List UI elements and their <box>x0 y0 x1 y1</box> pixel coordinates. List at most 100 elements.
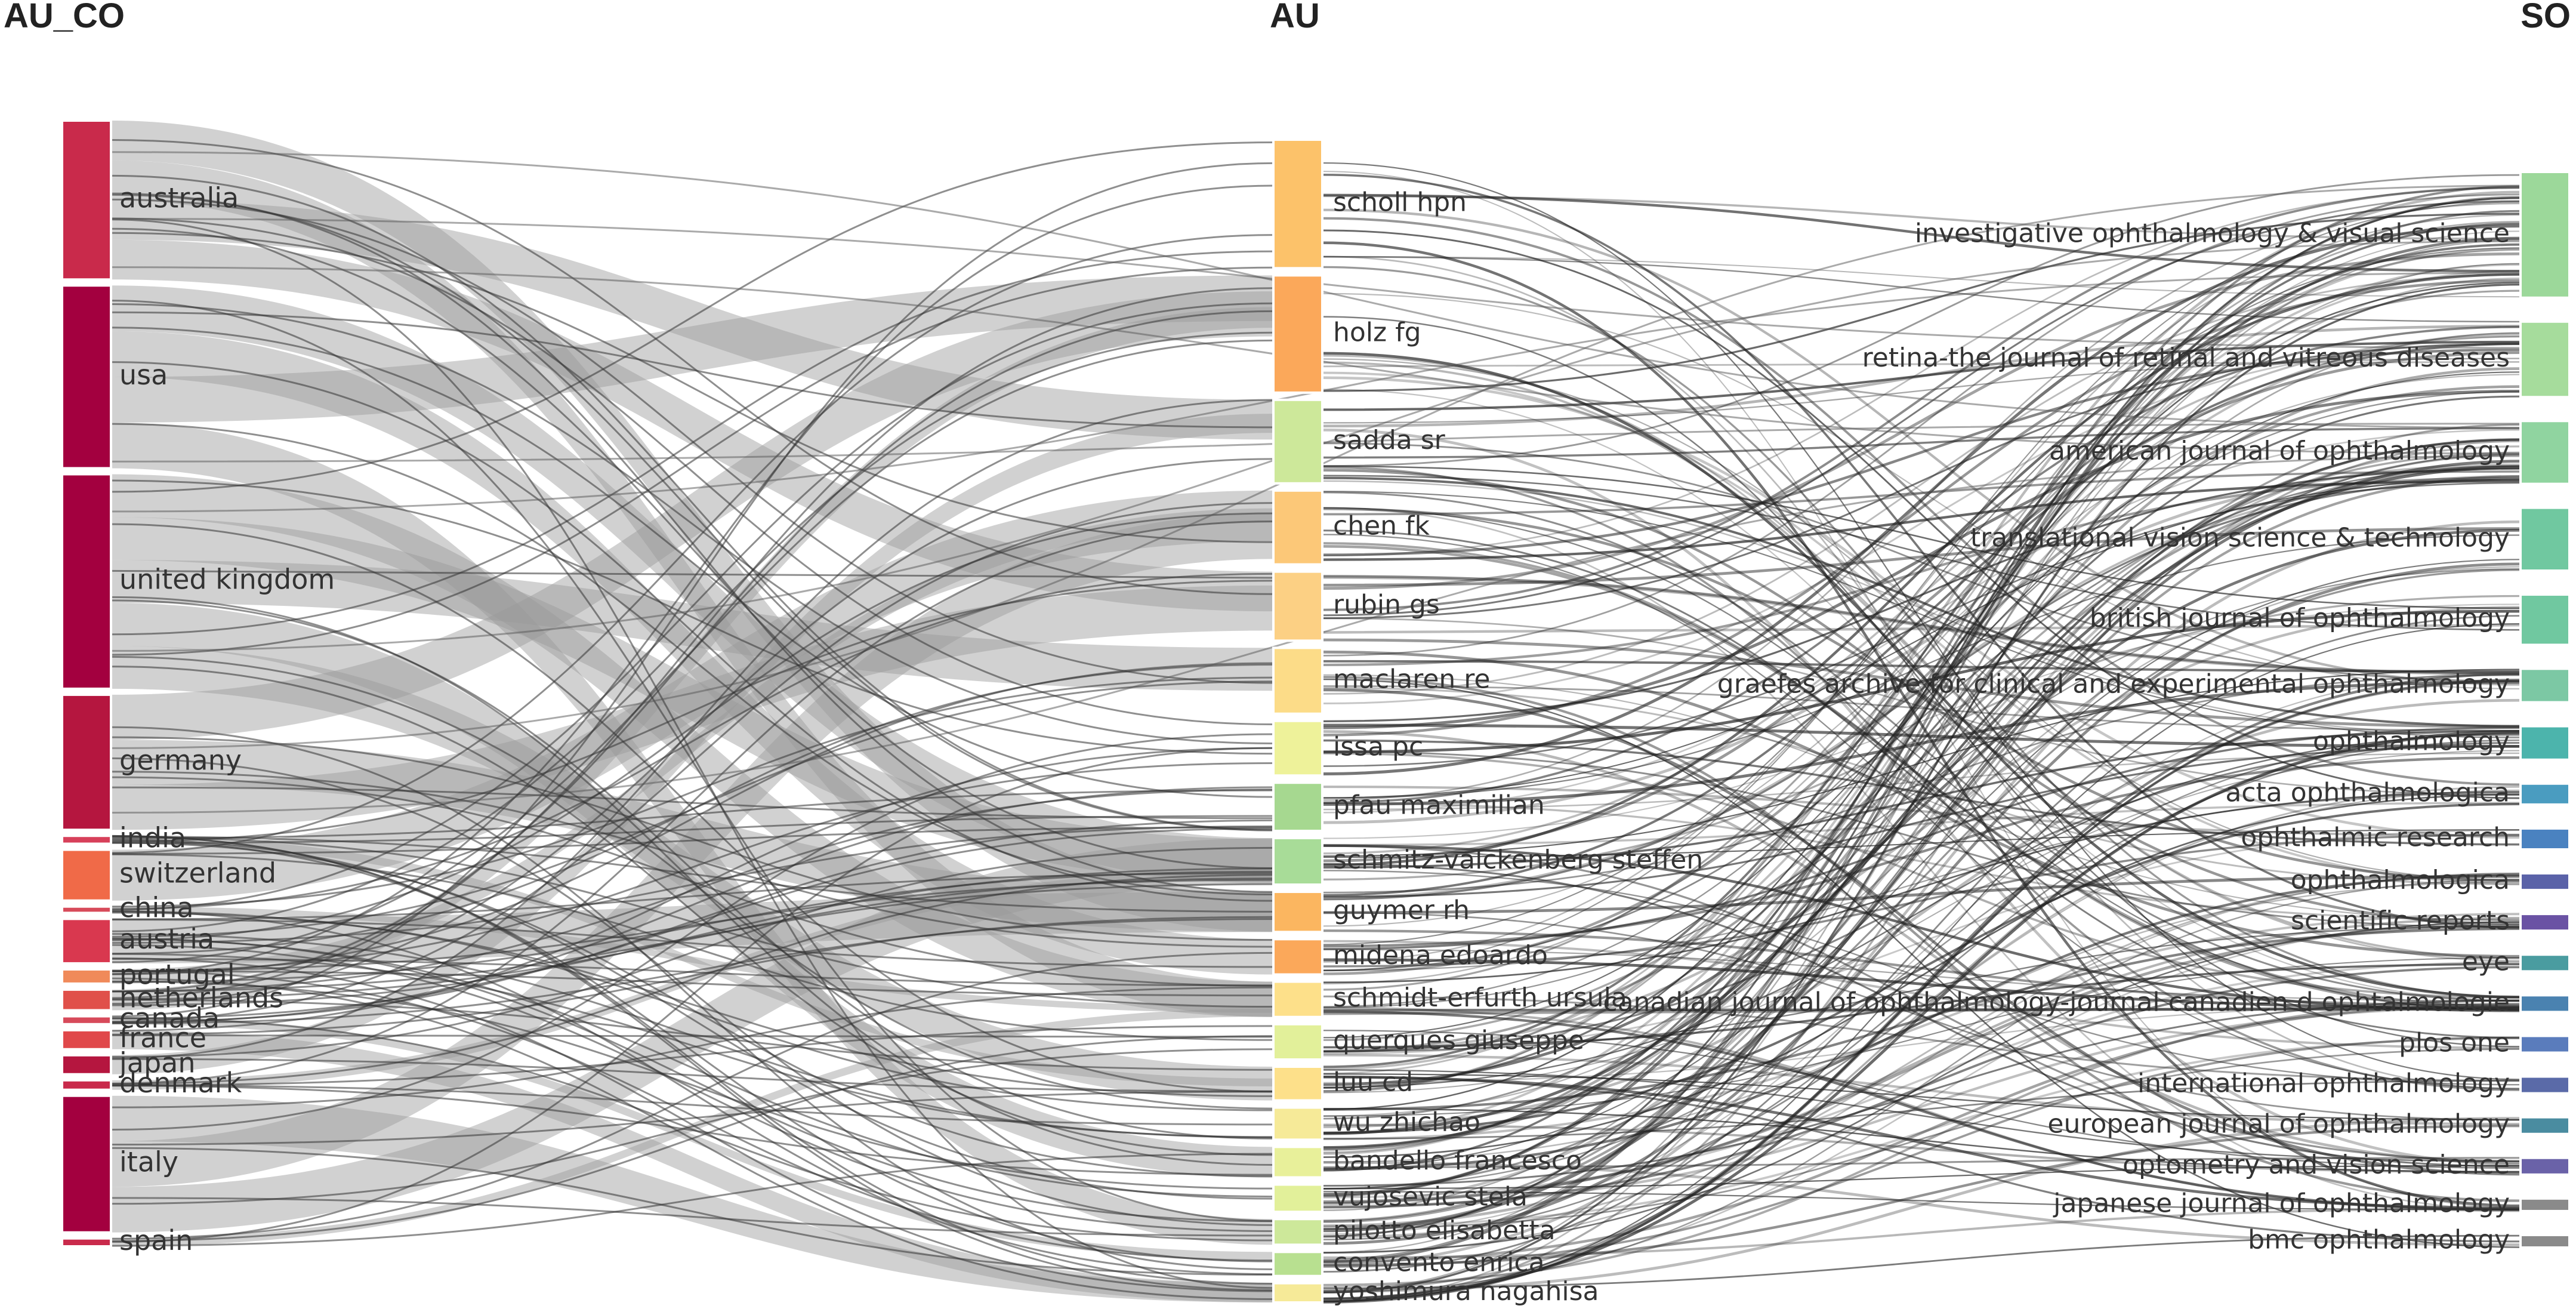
link-vujosevic-stela-to-investigative-ophthalmology-visual-science <box>1322 230 2521 1194</box>
link-thin <box>110 870 1274 983</box>
link-thin <box>110 361 1274 902</box>
link-vujosevic-stela-to-investigative-ophthalmology-visual-science <box>1322 185 2521 1197</box>
link-schmitz-valckenberg-steffen-to-ophthalmic-research <box>1322 829 2521 858</box>
link-rubin-gs-to-ophthalmology <box>1322 638 2521 728</box>
link-vujosevic-stela-to-scientific-reports <box>1322 923 2521 1203</box>
link-thin <box>110 747 1274 1032</box>
link-chen-fk-to-american-journal-of-ophthalmology <box>1322 480 2521 561</box>
source-node-graefes-archive-for-clinical-and-experimental-ophthalmology <box>2519 667 2571 704</box>
link-yoshimura-nagahisa-to-investigative-ophthalmology-visual-science <box>1322 283 2521 1294</box>
author-node-issa-pc <box>1272 719 1324 777</box>
link-luu-cd-to-investigative-ophthalmology-visual-science <box>1322 249 2521 1074</box>
link-pfau-maximilian-to-american-journal-of-ophthalmology <box>1322 463 2521 824</box>
link-chen-fk-to-retina-the-journal-of-retinal-and-vitreous-diseases <box>1322 348 2521 556</box>
author-node-pfau-maximilian <box>1272 781 1324 832</box>
link-thin <box>110 512 1274 941</box>
link-united-kingdom-to-schmidt-erfurth-ursula <box>111 474 1273 1017</box>
link-schmitz-valckenberg-steffen-to-international-ophthalmology <box>1322 870 2521 1086</box>
link-thin <box>110 1048 1274 1205</box>
link-querques-giuseppe-to-european-journal-of-ophthalmology <box>1322 1054 2521 1126</box>
country-node-denmark <box>61 1079 112 1091</box>
link-wu-zhichao-to-optometry-and-vision-science <box>1322 1123 2521 1174</box>
author-label-convento-enrica: convento enrica <box>1333 1248 1545 1278</box>
link-thin <box>110 970 1274 997</box>
link-bandello-francesco-to-bmc-ophthalmology <box>1322 1160 2521 1246</box>
link-scholl-hpn-to-investigative-ophthalmology-visual-science <box>1322 255 2521 298</box>
link-issa-pc-to-scientific-reports <box>1322 750 2521 929</box>
author-label-vujosevic-stela: vujosevic stela <box>1333 1181 1528 1212</box>
author-node-bandello-francesco <box>1272 1145 1324 1179</box>
link-bandello-francesco-to-acta-ophthalmologica <box>1322 793 2521 1158</box>
link-thin <box>110 1153 1274 1247</box>
link-guymer-rh-to-american-journal-of-ophthalmology <box>1322 478 2521 901</box>
link-schmitz-valckenberg-steffen-to-optometry-and-vision-science <box>1322 845 2521 1162</box>
source-node-ophthalmologica <box>2519 872 2571 892</box>
link-wu-zhichao-to-investigative-ophthalmology-visual-science <box>1322 263 2521 1135</box>
author-node-vujosevic-stela <box>1272 1183 1324 1214</box>
country-node-france <box>61 1028 112 1051</box>
source-label-optometry-and-vision-science: optometry and vision science <box>2122 1150 2510 1180</box>
link-schmitz-valckenberg-steffen-to-graefes-archive-for-clinical-and-experimental-ophthalmology <box>1322 669 2521 857</box>
link-bandello-francesco-to-american-journal-of-ophthalmology <box>1322 445 2521 1151</box>
link-chen-fk-to-canadian-journal-of-ophthalmology-journal-canadien-d-ophtalmologie <box>1322 544 2521 1009</box>
link-querques-giuseppe-to-ophthalmic-research <box>1322 829 2521 1055</box>
link-querques-giuseppe-to-american-journal-of-ophthalmology <box>1322 451 2521 1042</box>
country-node-india <box>61 834 112 845</box>
link-sadda-sr-to-ophthalmology <box>1322 476 2521 728</box>
link-wu-zhichao-to-american-journal-of-ophthalmology <box>1322 439 2521 1120</box>
link-bandello-francesco-to-ophthalmologica <box>1322 881 2521 1163</box>
source-node-translational-vision-science-technology <box>2519 506 2571 572</box>
link-thin <box>110 958 1274 987</box>
link-thin <box>110 1025 1274 1086</box>
link-thin <box>110 986 1274 1108</box>
source-label-eye: eye <box>2462 946 2510 977</box>
link-pilotto-elisabetta-to-american-journal-of-ophthalmology <box>1322 460 2521 1233</box>
author-label-rubin-gs: rubin gs <box>1333 589 1440 620</box>
author-label-querques-giuseppe: querques giuseppe <box>1333 1025 1584 1055</box>
source-node-ophthalmology <box>2519 725 2571 761</box>
link-thin <box>110 423 1274 896</box>
link-thin <box>110 198 1274 684</box>
link-holz-fg-to-canadian-journal-of-ophthalmology-journal-canadien-d-ophtalmologie <box>1322 352 2521 999</box>
country-label-india: india <box>119 821 186 854</box>
link-thin <box>110 287 1274 999</box>
link-scholl-hpn-to-japanese-journal-of-ophthalmology <box>1322 241 2521 1208</box>
link-thin <box>110 957 1274 1292</box>
link-pilotto-elisabetta-to-translational-vision-science-technology <box>1322 562 2521 1245</box>
link-thin <box>110 786 1274 1024</box>
link-portugal-to-chen-fk <box>111 508 1273 984</box>
author-source-links <box>110 151 2521 1304</box>
link-australia-to-guymer-rh <box>111 121 1273 932</box>
link-querques-giuseppe-to-american-journal-of-ophthalmology <box>1322 465 2521 1052</box>
author-label-maclaren-re: maclaren re <box>1333 664 1490 695</box>
link-convento-enrica-to-japanese-journal-of-ophthalmology <box>1322 1207 2521 1259</box>
link-holz-fg-to-retina-the-journal-of-retinal-and-vitreous-diseases <box>1322 361 2521 368</box>
link-querques-giuseppe-to-ophthalmology <box>1322 741 2521 1053</box>
link-scholl-hpn-to-scientific-reports <box>1322 173 2521 929</box>
link-pfau-maximilian-to-scientific-reports <box>1322 802 2521 921</box>
link-thin <box>110 757 1274 1226</box>
link-guymer-rh-to-retina-the-journal-of-retinal-and-vitreous-diseases <box>1322 374 2521 927</box>
link-thin <box>110 910 1274 1111</box>
link-luu-cd-to-retina-the-journal-of-retinal-and-vitreous-diseases <box>1322 395 2521 1089</box>
author-label-midena-edoardo: midena edoardo <box>1333 940 1548 971</box>
link-pilotto-elisabetta-to-plos-one <box>1322 1048 2521 1230</box>
link-thin <box>110 951 1274 1240</box>
link-holz-fg-to-eye <box>1322 361 2521 960</box>
link-luu-cd-to-european-journal-of-ophthalmology <box>1322 1073 2521 1120</box>
link-midena-edoardo-to-ophthalmic-research <box>1322 833 2521 968</box>
country-label-canada: canada <box>119 1002 220 1034</box>
source-node-british-journal-of-ophthalmology <box>2519 593 2571 646</box>
link-schmidt-erfurth-ursula-to-japanese-journal-of-ophthalmology <box>1322 1006 2521 1212</box>
source-label-american-journal-of-ophthalmology: american journal of ophthalmology <box>2049 436 2510 466</box>
link-thin <box>110 883 1274 993</box>
source-label-translational-vision-science-technology: translational vision science & technolog… <box>1970 522 2510 553</box>
link-schmidt-erfurth-ursula-to-japanese-journal-of-ophthalmology <box>1322 1010 2521 1211</box>
link-luu-cd-to-translational-vision-science-technology <box>1322 528 2521 1086</box>
link-germany-to-rubin-gs <box>111 585 1273 830</box>
link-chen-fk-to-ophthalmology <box>1322 491 2521 738</box>
link-schmidt-erfurth-ursula-to-retina-the-journal-of-retinal-and-vitreous-diseases <box>1322 390 2521 1008</box>
link-yoshimura-nagahisa-to-american-journal-of-ophthalmology <box>1322 440 2521 1302</box>
country-label-italy: italy <box>119 1146 178 1178</box>
link-wu-zhichao-to-translational-vision-science-technology <box>1322 566 2521 1117</box>
